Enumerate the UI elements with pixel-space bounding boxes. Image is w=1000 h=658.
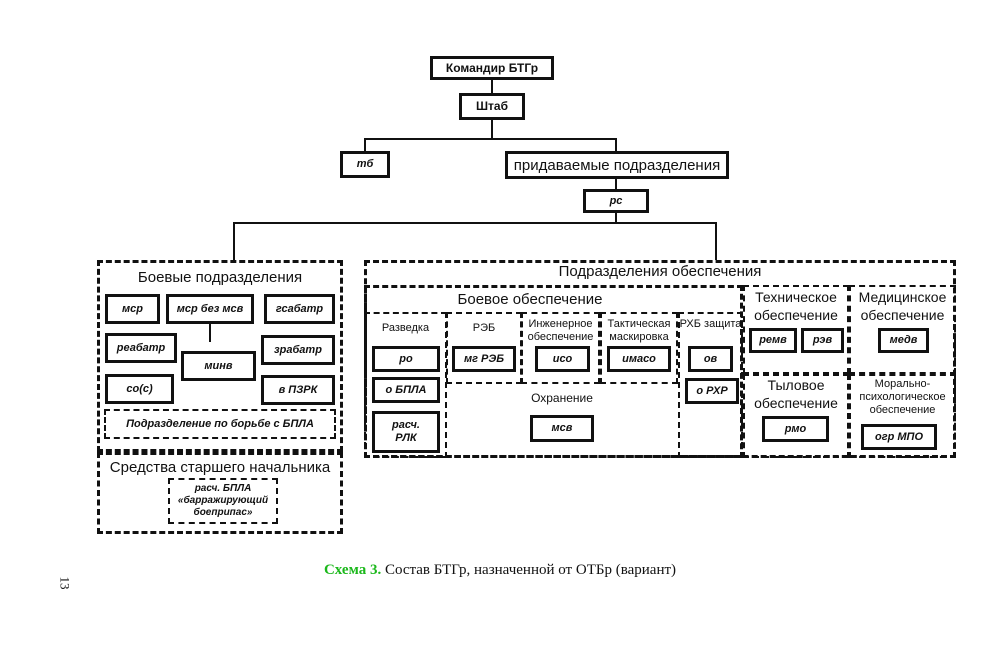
moral-title: Морально-психологическое обеспечение <box>859 378 946 416</box>
unit-so-s: со(с) <box>105 374 174 404</box>
connector-line <box>491 119 493 139</box>
commander-box: Командир БТГр <box>430 56 554 80</box>
connector-line <box>209 322 211 342</box>
logistics-group <box>743 374 849 458</box>
camouflage-title: Тактическая маскировка <box>607 318 671 343</box>
security-title: Охранение <box>531 391 593 405</box>
engineer-title: Инженерное обеспечение <box>527 318 594 343</box>
connector-line <box>615 178 617 190</box>
uav-counter-unit: Подразделение по борьбе с БПЛА <box>104 409 336 439</box>
unit-remv: ремв <box>749 328 797 353</box>
loitering-munition-crew: расч. БПЛА «барражирующий боеприпас» <box>168 478 278 524</box>
unit-ro: ро <box>372 346 440 372</box>
connector-line <box>491 78 493 94</box>
unit-ogr-mpo: огр МПО <box>861 424 937 450</box>
unit-medv: медв <box>878 328 929 353</box>
combat-units-group <box>97 260 343 452</box>
unit-minv: минв <box>181 351 256 381</box>
logistics-title: Тыловое обеспечение <box>754 377 838 411</box>
unit-ov: ов <box>688 346 733 372</box>
unit-imaso: имасо <box>607 346 671 372</box>
camouflage-group <box>600 312 678 384</box>
connector-line <box>233 222 235 260</box>
combat-units-title: Боевые подразделения <box>137 269 303 286</box>
unit-zrabatr: зрабатр <box>261 335 335 365</box>
caption-label: Схема 3. <box>323 562 382 578</box>
connector-line <box>715 222 717 260</box>
moral-group <box>849 374 956 458</box>
unit-mg-reb: мг РЭБ <box>452 346 516 372</box>
combat-support-title: Боевое обеспечение <box>457 291 603 308</box>
connector-line <box>364 138 617 140</box>
connector-line <box>615 212 617 224</box>
unit-iso: исо <box>535 346 590 372</box>
figure-caption: Схема 3. Состав БТГр, назначенной от ОТБ… <box>0 562 1000 579</box>
cbrn-title: РХБ защита <box>679 318 742 330</box>
page-number: 13 <box>57 576 73 590</box>
unit-rev: рэв <box>801 328 844 353</box>
technical-group <box>743 285 849 374</box>
connector-line <box>233 222 717 224</box>
senior-means-group <box>97 452 343 534</box>
unit-reabatr: реабатр <box>105 333 177 363</box>
senior-means-title: Средства старшего начальника <box>109 459 331 476</box>
unit-rmo: рмо <box>762 416 829 442</box>
recon-group <box>364 312 447 458</box>
unit-rls-crew: расч. РЛК <box>372 411 440 453</box>
unit-gsabatr: гсабатр <box>264 294 335 324</box>
attached-units-box: придаваемые подразделения <box>505 151 729 179</box>
medical-title: Медицинское обеспечение <box>858 289 947 323</box>
unit-msv: мсв <box>530 415 594 442</box>
ew-title: РЭБ <box>472 322 496 334</box>
technical-title: Техническое обеспечение <box>754 289 838 323</box>
unit-o-rhr: о РХР <box>685 378 739 404</box>
cbrn-group <box>678 312 743 458</box>
engineer-group <box>521 312 600 384</box>
unit-msr: мср <box>105 294 160 324</box>
connector-line <box>364 138 366 152</box>
unit-msr-no-msv: мср без мсв <box>166 294 254 324</box>
unit-o-bpla: о БПЛА <box>372 377 440 403</box>
medical-group <box>849 285 956 374</box>
caption-text: Состав БТГр, назначенной от ОТБр (вариан… <box>381 562 677 578</box>
staff-box: Штаб <box>459 93 525 120</box>
support-units-title: Подразделения обеспечения <box>558 263 762 280</box>
rs-box: рс <box>583 189 649 213</box>
recon-title: Разведка <box>381 322 430 334</box>
unit-v-pzrk: в ПЗРК <box>261 375 335 405</box>
connector-line <box>615 138 617 152</box>
tb-box: тб <box>340 151 390 178</box>
